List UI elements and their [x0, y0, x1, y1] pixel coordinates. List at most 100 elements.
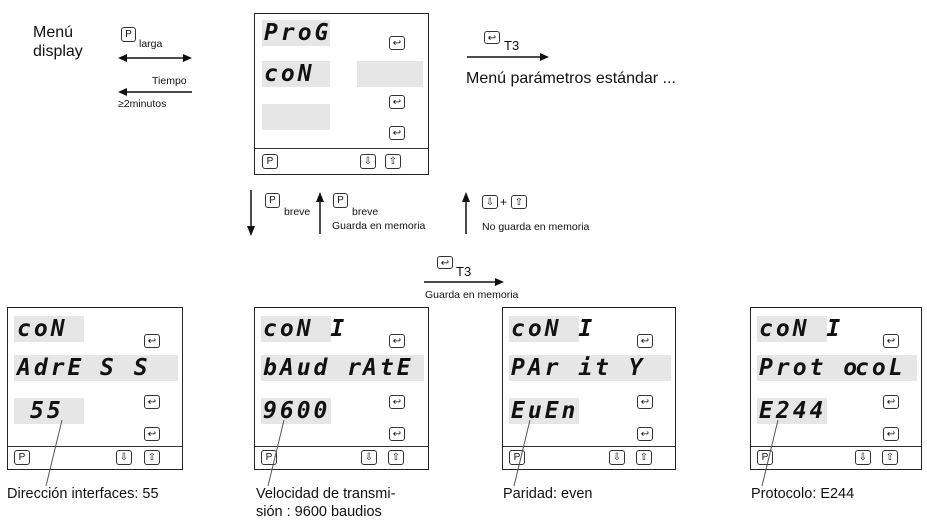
down-key-icon: ⇩	[116, 450, 132, 465]
display-field	[262, 20, 330, 46]
display-line2a: AdrE	[17, 355, 85, 381]
up-key-icon: ⇧	[144, 450, 160, 465]
enter-key-icon: ↩	[389, 334, 405, 348]
up-key-icon: ⇧	[882, 450, 898, 465]
display-field	[14, 316, 84, 342]
display-field	[14, 398, 84, 424]
display-panel-protocol: coN I ↩ Prot o coL ↩ E244 ↩ P ⇩ ⇧	[750, 307, 922, 470]
enter-key-icon: ↩	[144, 334, 160, 348]
display-line2b: S S	[100, 355, 151, 381]
p-key-icon: P	[265, 193, 280, 208]
enter-key-icon: ↩	[883, 427, 899, 441]
p-key-icon: P	[333, 193, 348, 208]
enter-key-icon: ↩	[637, 395, 653, 409]
guarda-en-memoria-label: Guarda en memoria	[332, 220, 426, 232]
display-line2b: t Y	[595, 355, 646, 381]
top-display-panel: ProG ↩ coN ↩ ↩ P ⇩ ⇧	[254, 13, 429, 175]
display-line1: coN I	[263, 316, 348, 342]
display-line3: EuEn	[511, 398, 579, 424]
plus-sign: +	[500, 195, 508, 209]
display-line3: 55	[30, 398, 64, 424]
caption-baudrate-line2: sión : 9600 baudios	[256, 504, 382, 520]
p-key-icon: P	[262, 154, 278, 169]
tiempo-label: Tiempo	[152, 75, 187, 87]
display-line2a: Prot o	[759, 355, 861, 381]
enter-key-icon: ↩	[484, 31, 500, 44]
display-field	[261, 355, 424, 381]
display-panel-address: coN ↩ AdrE S S ↩ 55 ↩ P ⇩ ⇧	[7, 307, 183, 470]
down-key-icon: ⇩	[482, 195, 498, 209]
display-field	[509, 316, 579, 342]
display-line1: ProG	[264, 20, 332, 46]
display-field	[357, 61, 423, 87]
display-field	[757, 355, 917, 381]
double-arrow-icon	[118, 54, 192, 62]
down-key-icon: ⇩	[855, 450, 871, 465]
up-key-icon: ⇧	[636, 450, 652, 465]
display-field	[262, 104, 330, 130]
right-arrow-icon	[467, 53, 549, 61]
breve-label: breve	[284, 206, 311, 218]
divider	[751, 446, 921, 447]
down-key-icon: ⇩	[361, 450, 377, 465]
display-field	[14, 355, 178, 381]
display-line3: E244	[759, 398, 827, 424]
caption-baudrate-line1: Velocidad de transmi-	[256, 486, 396, 502]
display-field	[261, 398, 331, 424]
enter-key-icon: ↩	[637, 427, 653, 441]
display-line2b: AtE	[363, 355, 414, 381]
guarda-en-memoria-label: Guarda en memoria	[425, 289, 519, 301]
dos-minutos-label: ≥2minutos	[118, 98, 167, 110]
down-key-icon: ⇩	[609, 450, 625, 465]
enter-key-icon: ↩	[144, 427, 160, 441]
up-key-icon: ⇧	[385, 154, 401, 169]
up-key-icon: ⇧	[511, 195, 527, 209]
enter-key-icon: ↩	[389, 126, 405, 140]
pointer-line	[513, 420, 531, 487]
divider	[8, 446, 182, 447]
p-key-icon: P	[509, 450, 525, 465]
display-line2b: coL	[855, 355, 906, 381]
pointer-line	[45, 420, 63, 487]
menu-display-label-line1: Menú	[33, 24, 74, 41]
divider	[503, 446, 675, 447]
caption-parity: Paridad: even	[503, 486, 593, 502]
display-line1: coN	[17, 316, 68, 342]
down-arrow-icon	[247, 190, 255, 236]
divider	[255, 148, 428, 149]
down-key-icon: ⇩	[360, 154, 376, 169]
t3-label: T3	[504, 38, 520, 53]
menu-display-label-line2: display	[33, 43, 83, 60]
enter-key-icon: ↩	[389, 95, 405, 109]
p-key-icon: P	[757, 450, 773, 465]
display-line1: coN I	[759, 316, 844, 342]
enter-key-icon: ↩	[389, 36, 405, 50]
display-line2a: PAr i	[511, 355, 596, 381]
left-arrow-icon	[118, 88, 192, 96]
t3-label: T3	[456, 264, 472, 279]
display-field	[509, 398, 579, 424]
enter-key-icon: ↩	[883, 395, 899, 409]
p-key-icon: P	[261, 450, 277, 465]
enter-key-icon: ↩	[389, 427, 405, 441]
enter-key-icon: ↩	[637, 334, 653, 348]
enter-key-icon: ↩	[437, 256, 453, 269]
display-field	[261, 316, 331, 342]
larga-label: larga	[139, 38, 163, 50]
p-key-icon: P	[14, 450, 30, 465]
p-key-icon: P	[121, 27, 136, 42]
pointer-line	[267, 420, 285, 487]
display-line2a: bAud r	[263, 355, 365, 381]
pointer-line	[761, 420, 779, 487]
menu-parametros-label: Menú parámetros estándar ...	[466, 70, 676, 87]
breve-label: breve	[352, 206, 379, 218]
no-guarda-en-memoria-label: No guarda en memoria	[482, 221, 590, 233]
display-panel-parity: coN I ↩ PAr i t Y ↩ EuEn ↩ P ⇩ ⇧	[502, 307, 676, 470]
display-field	[757, 316, 827, 342]
display-line3: 9600	[263, 398, 331, 424]
up-arrow-icon	[462, 192, 470, 234]
up-arrow-icon	[316, 192, 324, 234]
display-field	[509, 355, 671, 381]
enter-key-icon: ↩	[883, 334, 899, 348]
display-panel-baudrate: coN I ↩ bAud r AtE ↩ 9600 ↩ P ⇩ ⇧	[254, 307, 429, 470]
